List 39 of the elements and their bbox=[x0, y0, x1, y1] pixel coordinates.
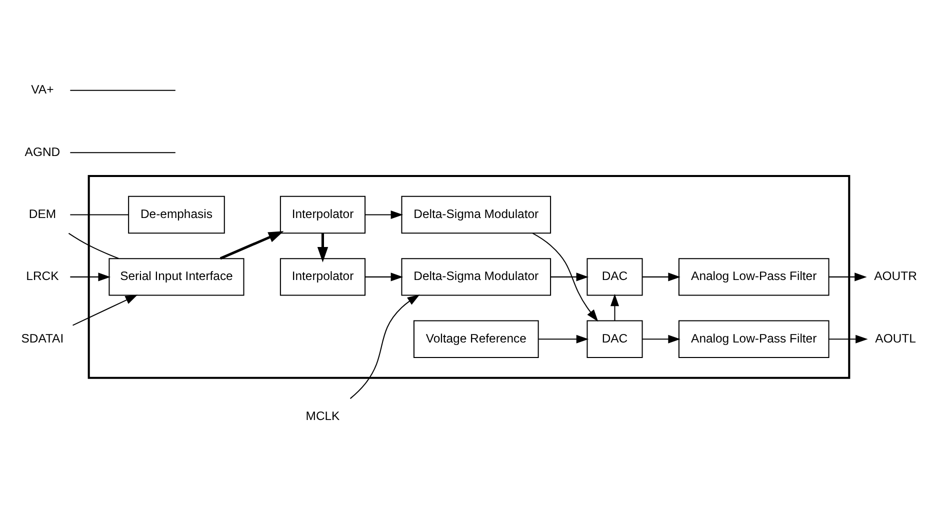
arrow bbox=[70, 272, 110, 281]
arrow bbox=[72, 294, 138, 326]
node-box: DAC bbox=[586, 258, 643, 296]
arrow bbox=[642, 272, 680, 281]
arrow bbox=[538, 334, 589, 343]
connector bbox=[70, 214, 128, 215]
node-text: VA+ bbox=[31, 82, 54, 96]
arrow bbox=[828, 272, 867, 281]
node-box: Interpolator bbox=[280, 258, 366, 296]
node-text: DEM bbox=[28, 206, 56, 220]
node-box: Serial Input Interface bbox=[108, 258, 244, 296]
node-box: Delta-Sigma Modulator bbox=[401, 258, 552, 296]
connector bbox=[68, 232, 119, 258]
node-text: SDATAI bbox=[21, 330, 64, 345]
node-box: Delta-Sigma Modulator bbox=[401, 195, 552, 234]
arrow bbox=[220, 230, 284, 260]
connector bbox=[70, 89, 176, 90]
arrow bbox=[317, 232, 328, 262]
node-box: Voltage Reference bbox=[413, 320, 539, 358]
node-text: AGND bbox=[24, 144, 60, 158]
node-box: Analog Low-Pass Filter bbox=[678, 320, 830, 358]
arrow bbox=[350, 294, 420, 398]
arrow bbox=[550, 272, 589, 281]
arrow bbox=[365, 272, 404, 281]
arrow bbox=[365, 210, 404, 219]
arrow bbox=[610, 293, 620, 320]
node-box: DAC bbox=[586, 320, 643, 358]
node-text: AOUTL bbox=[875, 330, 916, 345]
node-text: MCLK bbox=[306, 408, 340, 422]
node-text: LRCK bbox=[26, 268, 59, 283]
node-box: De-emphasis bbox=[128, 195, 225, 234]
arrow bbox=[532, 232, 598, 322]
cluster bbox=[88, 174, 850, 378]
node-box: Analog Low-Pass Filter bbox=[678, 258, 830, 296]
arrow bbox=[642, 334, 680, 343]
node-box: Interpolator bbox=[280, 195, 366, 234]
arrow bbox=[828, 334, 868, 343]
node-text: AOUTR bbox=[874, 268, 917, 283]
connector bbox=[70, 152, 176, 153]
